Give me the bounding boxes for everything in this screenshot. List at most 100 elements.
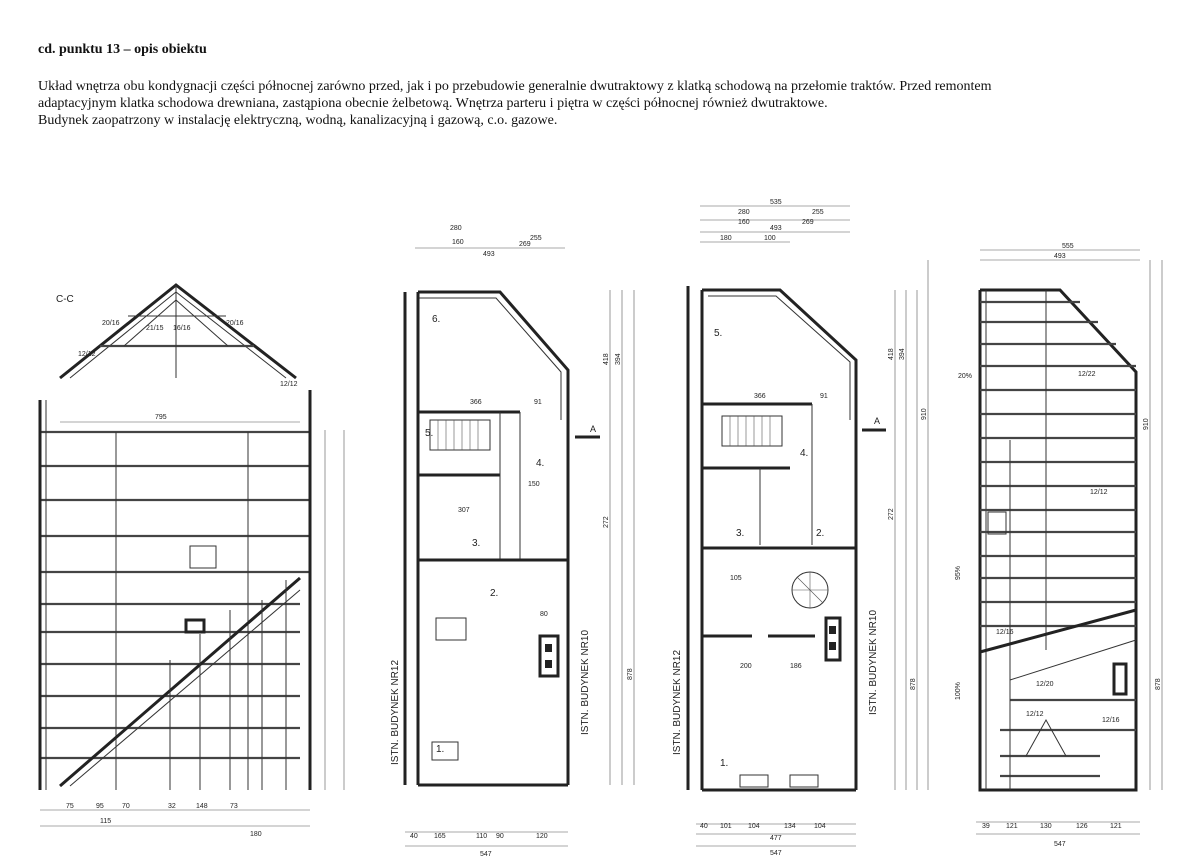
plan1-dim-bottom-1: 40 — [410, 833, 418, 840]
roof-beam-3: 12/16 — [996, 629, 1014, 636]
roof-slope-2: 95% — [955, 566, 962, 580]
section-label: C-C — [56, 294, 74, 305]
ground-floor-plan: 280 160 493 255 269 6. 5. 4. 3. — [390, 225, 635, 858]
plan1-dim-top-1: 280 — [450, 225, 462, 232]
plan2-room-2: 2. — [816, 528, 824, 539]
plan1-dim-inner-5: 80 — [540, 611, 548, 618]
section-window-2 — [184, 618, 206, 634]
section-dim-8: 180 — [250, 831, 262, 838]
plan1-neighbour-left: ISTN. BUDYNEK NR12 — [390, 660, 401, 765]
plan2-dim-top-3: 255 — [812, 209, 824, 216]
plan1-dim-inner-1: 366 — [470, 399, 482, 406]
plan2-room-5: 5. — [714, 328, 722, 339]
plan1-room-4: 4. — [536, 458, 544, 469]
plan2-dim-side-3: 272 — [888, 508, 895, 520]
plan2-neighbour-left: ISTN. BUDYNEK NR12 — [672, 650, 683, 755]
plan1-table — [435, 617, 467, 641]
roof-dim-bottom-5: 121 — [1110, 823, 1122, 830]
section-heading: cd. punktu 13 – opis obiektu — [38, 42, 207, 57]
plan1-dim-inner-2: 307 — [458, 507, 470, 514]
section-dim-4: 32 — [168, 803, 176, 810]
plan2-dim-top-6: 493 — [770, 225, 782, 232]
plan2-dim-side-4: 878 — [910, 678, 917, 690]
plan2-dim-side-2: 394 — [899, 348, 906, 360]
plan2-north-wall — [702, 288, 858, 420]
roof-label-6: 12/12 — [280, 381, 298, 388]
section-window-1 — [189, 545, 217, 569]
plan2-dim-bottom-3: 104 — [748, 823, 760, 830]
plan2-staircase — [721, 415, 829, 609]
roof-plan: 555 493 20% 95% — [955, 243, 1163, 848]
plan2-room-3: 3. — [736, 528, 744, 539]
roof-dim-bottom-2: 121 — [1006, 823, 1018, 830]
plan1-dim-top-4: 255 — [530, 235, 542, 242]
plan1-room-5: 5. — [425, 428, 433, 439]
roof-beam-4: 12/20 — [1036, 681, 1054, 688]
plan1-chimney — [538, 634, 560, 678]
plan1-dim-top-2: 160 — [452, 239, 464, 246]
plan2-dim-inner-1: 366 — [754, 393, 766, 400]
roof-label-1: 20/16 — [102, 320, 120, 327]
roof-beam-2: 12/12 — [1090, 489, 1108, 496]
roof-beam-1: 12/22 — [1078, 371, 1096, 378]
plan1-dim-bottom-3: 110 — [476, 833, 487, 840]
plan2-dim-top-5: 269 — [802, 219, 814, 226]
plan2-dim-top-4: 160 — [738, 219, 750, 226]
roof-outline-plan — [978, 288, 1138, 792]
roof-dim-bottom-4: 126 — [1076, 823, 1088, 830]
plan2-room-4: 4. — [800, 448, 808, 459]
roof-label-4: 20/16 — [226, 320, 244, 327]
upper-floor-plan: 535 280 255 160 269 493 180 100 — [672, 199, 929, 857]
roof-dim-bottom-6: 547 — [1054, 841, 1066, 848]
roof-dim-top-2: 493 — [1054, 253, 1066, 260]
plan1-dim-side-3: 272 — [603, 516, 610, 528]
plan2-room-1: 1. — [720, 758, 728, 769]
section-dim-1: 75 — [66, 803, 74, 810]
section-dim-5: 148 — [196, 803, 208, 810]
description-paragraph: Układ wnętrza obu kondygnacji części pół… — [38, 78, 1158, 129]
roof-dim-bottom-1: 39 — [982, 823, 990, 830]
plan2-chimney — [824, 616, 842, 662]
roof-chimney-2 — [1112, 662, 1128, 696]
plan2-dim-inner-2: 91 — [820, 393, 828, 400]
plan1-neighbour-right: ISTN. BUDYNEK NR10 — [580, 630, 591, 735]
plan2-dim-top-7: 180 — [720, 235, 732, 242]
roof-dim-side-1: 910 — [1143, 418, 1150, 430]
roof-beam-6: 12/16 — [1102, 717, 1120, 724]
description-line-2: adaptacyjnym klatka schodowa drewniana, … — [38, 96, 828, 111]
plan1-room-2: 2. — [490, 588, 498, 599]
plan1-dim-side-4: 878 — [627, 668, 634, 680]
plan1-north-wall — [418, 290, 570, 420]
plan2-dim-bottom-6: 477 — [770, 835, 782, 842]
description-line-3: Budynek zaopatrzony w instalację elektry… — [38, 113, 558, 128]
plan2-neighbour-right: ISTN. BUDYNEK NR10 — [868, 610, 879, 715]
plan2-dim-inner-5: 186 — [790, 663, 802, 670]
plan1-dim-bottom-6: 547 — [480, 851, 492, 858]
plan2-dim-top-1: 535 — [770, 199, 782, 206]
plan2-dim-bottom-5: 104 — [814, 823, 826, 830]
plan2-dim-top-2: 280 — [738, 209, 750, 216]
plan1-section-mark: A — [590, 424, 596, 434]
plan2-dim-bottom-7: 547 — [770, 850, 782, 857]
plan2-dim-top-8: 100 — [764, 235, 776, 242]
plan1-dim-side-1: 418 — [603, 353, 610, 365]
plan1-dim-inner-4: 150 — [528, 481, 540, 488]
roof-beam-5: 12/12 — [1026, 711, 1044, 718]
section-dim-2: 95 — [96, 803, 104, 810]
roof-chimney-1 — [987, 511, 1007, 535]
plan2-dim-inner-4: 200 — [740, 663, 752, 670]
plan1-dim-bottom-2: 165 — [434, 833, 446, 840]
roof-dim-top-1: 555 — [1062, 243, 1074, 250]
plan2-dim-bottom-4: 134 — [784, 823, 796, 830]
plan1-dim-top-3: 493 — [483, 251, 495, 258]
section-drawing: C-C 20/16 21/15 16/16 20/16 12/12 12/12 … — [38, 283, 345, 838]
section-dim-top: 795 — [155, 414, 167, 421]
section-dim-3: 70 — [122, 803, 130, 810]
plan1-room-3: 3. — [472, 538, 480, 549]
roof-dim-side-2: 878 — [1155, 678, 1162, 690]
roof-label-5: 12/12 — [78, 351, 96, 358]
roof-slope-3: 100% — [955, 682, 962, 700]
section-dim-7: 115 — [100, 818, 111, 825]
roof-label-3: 16/16 — [173, 325, 191, 332]
